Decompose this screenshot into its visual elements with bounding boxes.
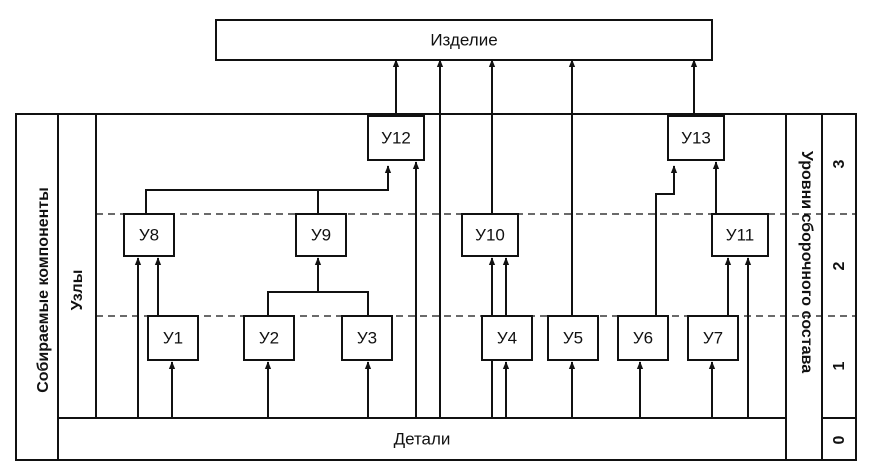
node-u6 bbox=[617, 315, 669, 361]
node-u8-label: У8 bbox=[139, 225, 159, 244]
node-u1-label: У1 bbox=[163, 328, 183, 347]
node-u6-label: У6 bbox=[633, 328, 653, 347]
node-u3-label: У3 bbox=[357, 328, 377, 347]
node-u12 bbox=[367, 115, 425, 161]
outer-frame bbox=[15, 113, 857, 461]
node-u7-label: У7 bbox=[703, 328, 723, 347]
node-u4-label: У4 bbox=[497, 328, 517, 347]
side-label-nodes: Узлы bbox=[69, 270, 86, 311]
details-label: Детали bbox=[394, 429, 451, 448]
details-bar bbox=[57, 417, 787, 461]
node-u5 bbox=[547, 315, 599, 361]
side-label-levels: Уровни сборочного состава bbox=[798, 151, 815, 373]
node-u9-label: У9 bbox=[311, 225, 331, 244]
side-label-components: Собираемые компоненты bbox=[35, 187, 52, 393]
node-u2 bbox=[243, 315, 295, 361]
node-u12-label: У12 bbox=[381, 128, 411, 147]
node-u2-label: У2 bbox=[259, 328, 279, 347]
join-u2-u3 bbox=[267, 291, 369, 316]
arrow-u8-u12 bbox=[145, 165, 392, 214]
product-label: Изделие bbox=[430, 30, 497, 49]
arrow-u6-u13 bbox=[655, 165, 678, 316]
node-u13 bbox=[667, 115, 725, 161]
node-u10 bbox=[461, 213, 519, 257]
node-u4 bbox=[481, 315, 533, 361]
node-u11-label: У11 bbox=[726, 225, 754, 244]
node-u5-label: У5 bbox=[563, 328, 583, 347]
node-u1 bbox=[147, 315, 199, 361]
level-number-2: 2 bbox=[831, 261, 848, 270]
node-u9 bbox=[295, 213, 347, 257]
node-u7 bbox=[687, 315, 739, 361]
level-number-0: 0 bbox=[831, 435, 848, 444]
node-u3 bbox=[341, 315, 393, 361]
level-number-3: 3 bbox=[831, 159, 848, 168]
node-u11 bbox=[711, 213, 769, 257]
node-u8 bbox=[123, 213, 175, 257]
node-u13-label: У13 bbox=[681, 128, 711, 147]
level-number-1: 1 bbox=[831, 361, 848, 370]
product-box bbox=[215, 19, 713, 61]
node-u10-label: У10 bbox=[475, 225, 505, 244]
